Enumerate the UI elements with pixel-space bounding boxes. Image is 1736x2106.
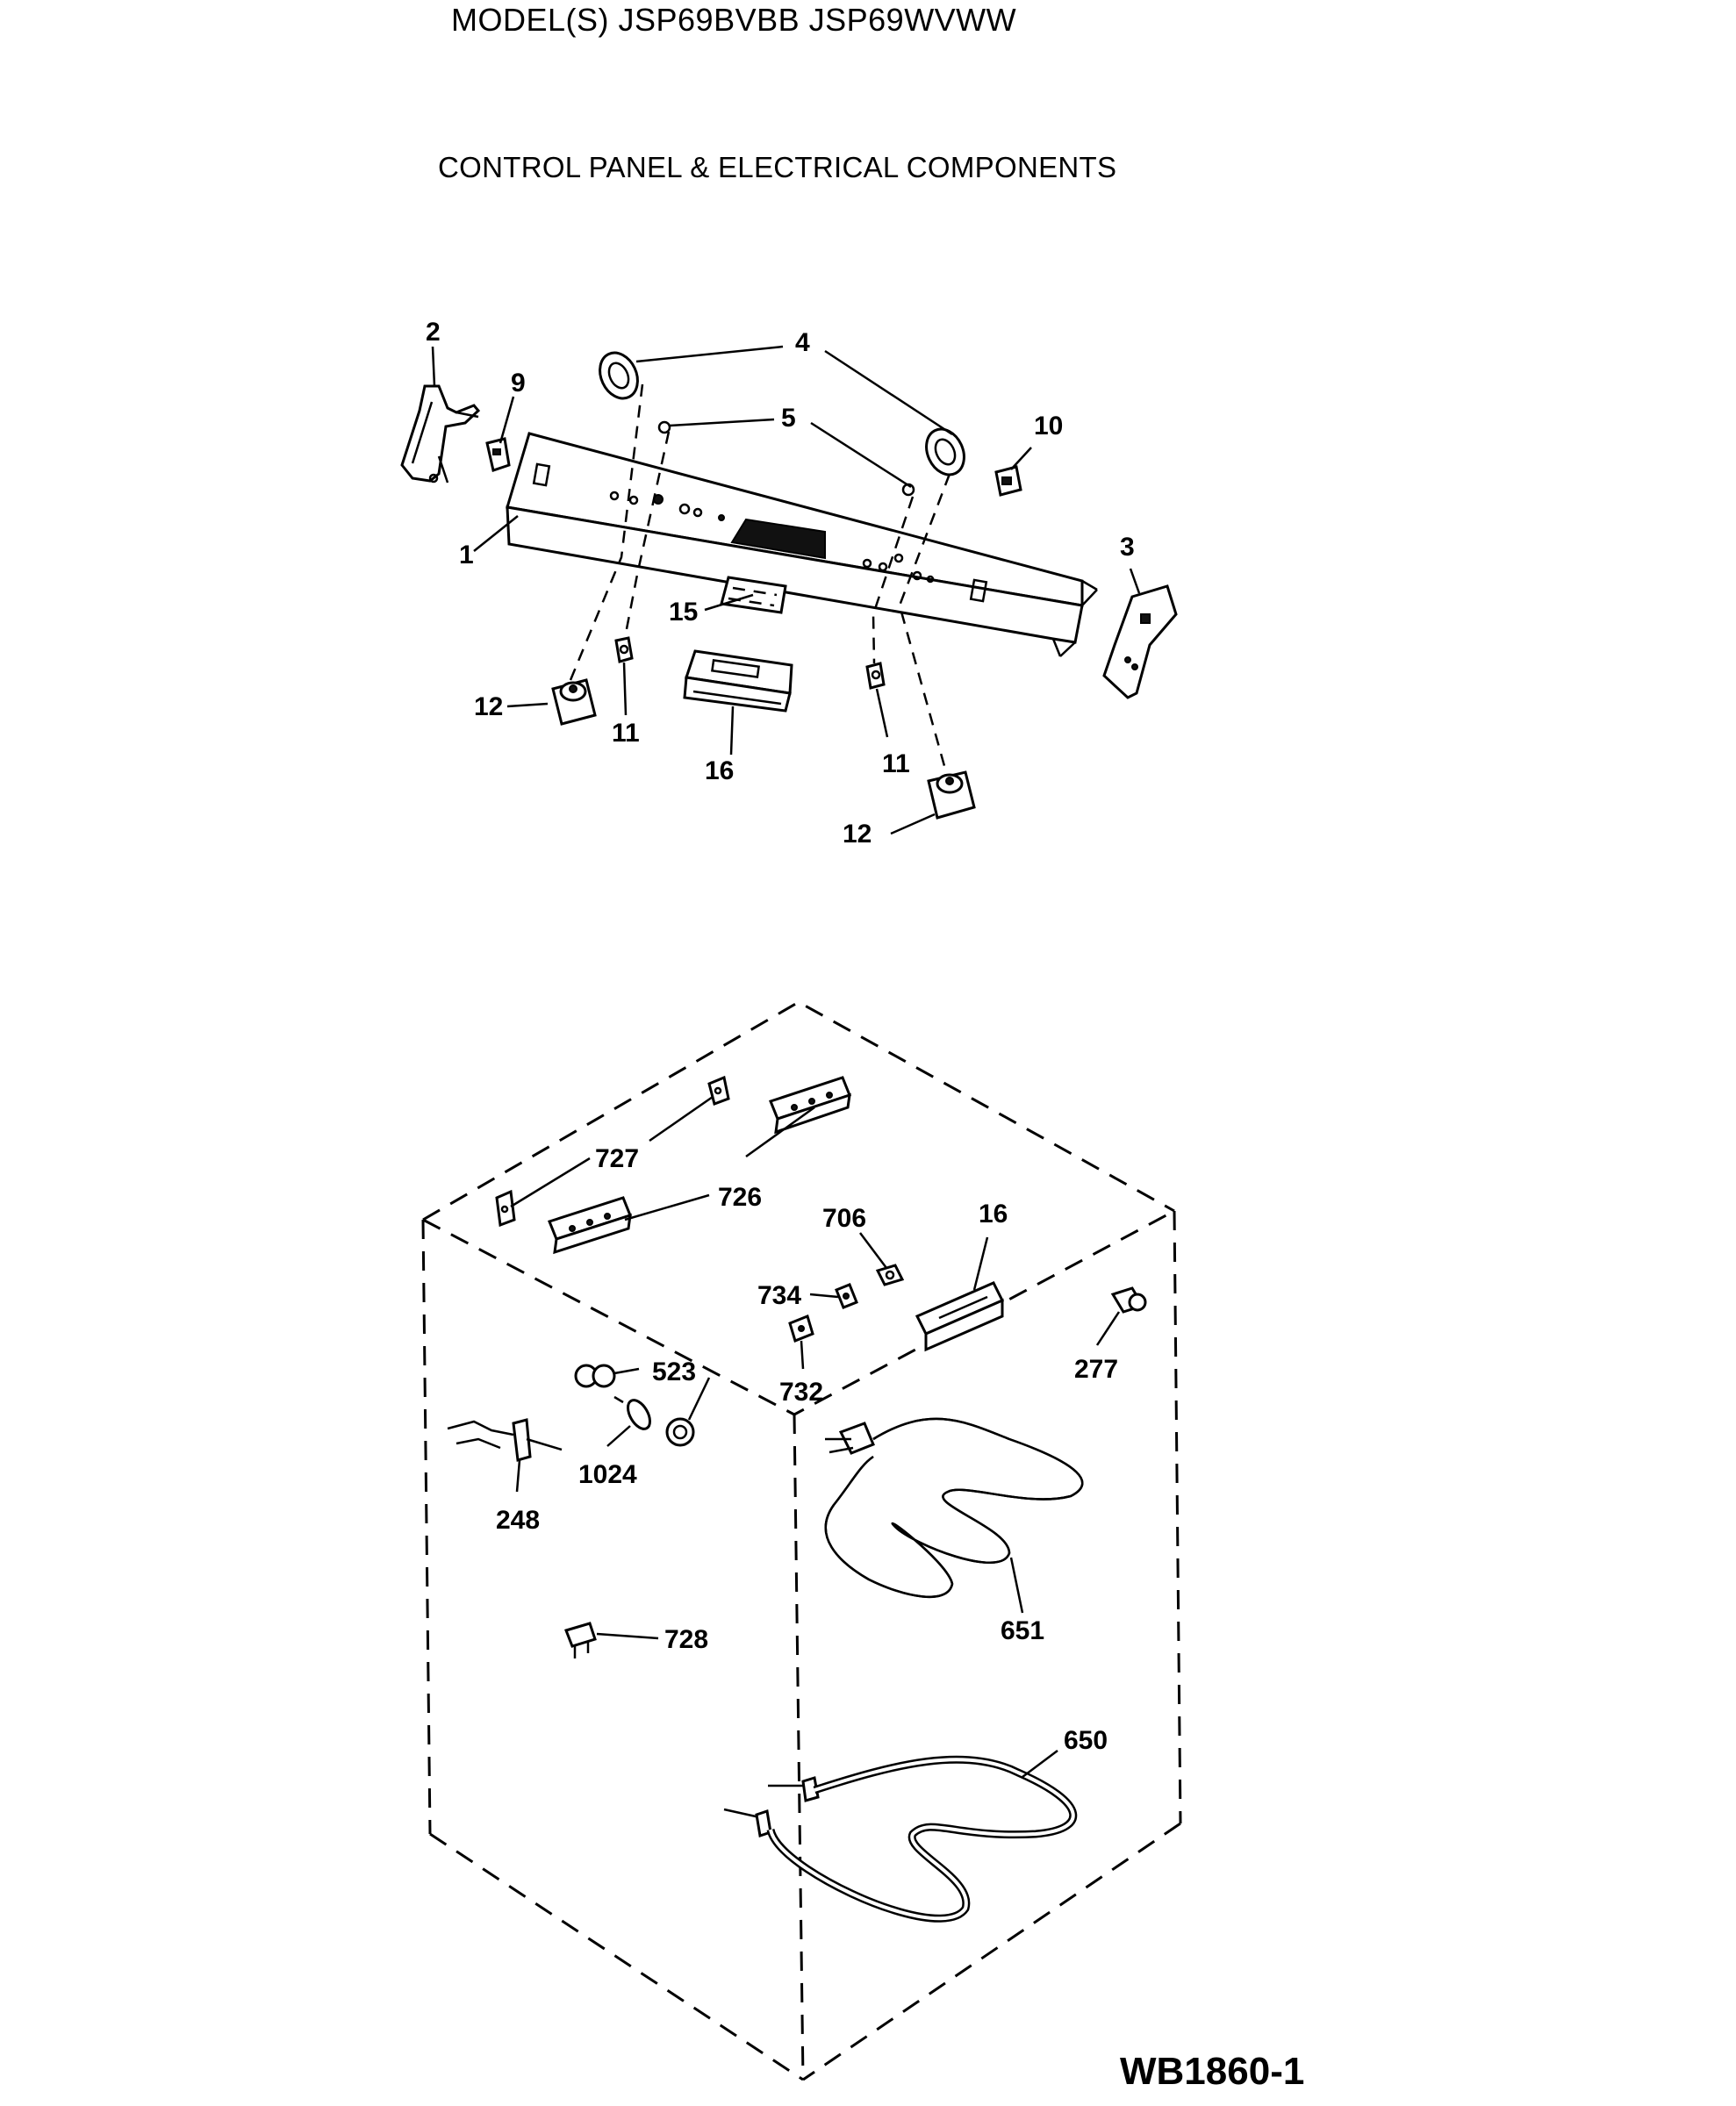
callout-248: 248	[496, 1506, 540, 1535]
knob-ring-part-4-right[interactable]	[919, 423, 971, 481]
infinite-switch-part-12-right[interactable]	[927, 770, 976, 820]
switch-part-11-right[interactable]	[865, 662, 886, 690]
callout-16-lower: 16	[979, 1200, 1008, 1228]
callout-3: 3	[1120, 533, 1135, 562]
bake-element-part-650[interactable]	[723, 1755, 1078, 1923]
callout-10: 10	[1034, 412, 1063, 441]
diagram-code: WB1860-1	[1120, 2050, 1305, 2093]
callout-16-upper: 16	[705, 756, 734, 785]
electrical-components-assembly: 727 726 706 16 734 732 277 523 1024 248 …	[421, 1000, 1182, 2081]
callout-2: 2	[426, 318, 441, 347]
callout-12-left: 12	[474, 692, 503, 721]
electronic-control-part-16-lower[interactable]	[915, 1281, 1005, 1352]
callout-12-right: 12	[843, 820, 872, 849]
infinite-switch-part-12-left[interactable]	[551, 678, 597, 726]
control-panel-part-1[interactable]	[506, 432, 1098, 657]
knob-ring-part-4-left[interactable]	[592, 347, 644, 405]
oven-cavity-outline	[421, 1000, 1182, 2081]
broil-element-part-651[interactable]	[824, 1417, 1084, 1599]
connector-part-728[interactable]	[564, 1622, 597, 1658]
switch-part-734[interactable]	[835, 1283, 858, 1309]
terminal-block-part-726-lower[interactable]	[548, 1196, 632, 1255]
lamp-holder-part-277[interactable]	[1110, 1286, 1147, 1314]
control-panel-assembly: 2 9 4 5 10 3 1 15 12 11 16 11 12	[400, 318, 1178, 849]
callout-15: 15	[669, 598, 698, 627]
end-cap-right-part-3[interactable]	[1102, 584, 1178, 699]
callout-9: 9	[511, 369, 526, 398]
thermostat-part-706[interactable]	[875, 1264, 905, 1286]
callout-11-right: 11	[882, 749, 910, 778]
callout-728: 728	[664, 1625, 708, 1654]
lamp-lens-part-523[interactable]	[665, 1417, 695, 1447]
callout-732: 732	[779, 1378, 823, 1407]
overlay-part-15[interactable]	[720, 576, 787, 614]
bracket-part-727-upper[interactable]	[707, 1075, 730, 1106]
terminal-block-part-10[interactable]	[994, 465, 1022, 497]
callout-11-left: 11	[612, 719, 640, 748]
switch-part-732[interactable]	[788, 1314, 814, 1343]
callout-1: 1	[459, 541, 474, 569]
terminal-block-part-726-upper[interactable]	[769, 1076, 851, 1135]
lamp-socket-part-523[interactable]	[574, 1364, 616, 1388]
callout-650: 650	[1064, 1726, 1108, 1755]
callout-277: 277	[1074, 1355, 1118, 1384]
terminal-block-part-9[interactable]	[485, 437, 511, 472]
callout-734: 734	[757, 1281, 801, 1310]
model-numbers: MODEL(S) JSP69BVBB JSP69WVWW	[451, 2, 1017, 38]
callout-706: 706	[822, 1204, 866, 1233]
callout-726: 726	[718, 1183, 762, 1212]
section-title: CONTROL PANEL & ELECTRICAL COMPONENTS	[438, 151, 1117, 183]
end-cap-left-part-2[interactable]	[400, 384, 481, 484]
callout-727: 727	[595, 1144, 639, 1173]
callout-5: 5	[781, 404, 796, 433]
switch-part-11-left[interactable]	[614, 636, 634, 663]
bracket-part-727-lower[interactable]	[495, 1189, 516, 1228]
callout-523: 523	[652, 1357, 696, 1386]
oven-sensor-part-248[interactable]	[447, 1418, 563, 1462]
callout-4: 4	[795, 328, 810, 357]
electronic-control-part-16-upper[interactable]	[683, 649, 793, 713]
callout-651: 651	[1001, 1616, 1044, 1645]
callout-1024: 1024	[578, 1460, 637, 1489]
light-bulb-part-1024[interactable]	[613, 1395, 655, 1432]
screw-part-5-left[interactable]	[657, 420, 671, 434]
